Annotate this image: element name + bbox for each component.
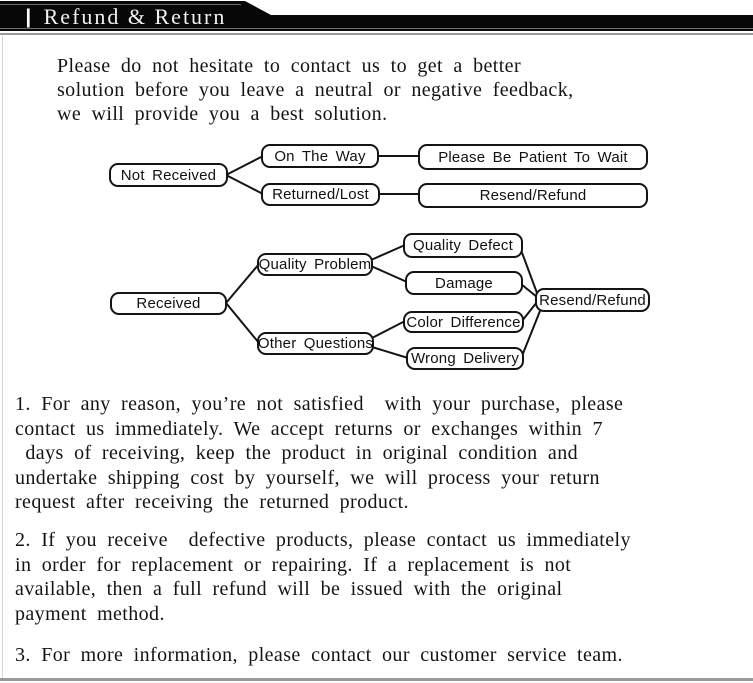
- connector-rec-oq: [225, 302, 260, 344]
- connector-qp-qd: [370, 244, 406, 261]
- flow-node-not-received: Not Received: [109, 163, 228, 187]
- policy-paragraph-2: 2. If you receive defective products, pl…: [15, 529, 631, 625]
- title-marker: |: [24, 4, 33, 28]
- connector-dmg-rr2: [520, 283, 538, 298]
- flow-node-resend-refund-1: Resend/Refund: [418, 183, 648, 208]
- flow-node-quality-problem: Quality Problem: [257, 253, 373, 276]
- left-border-line: [2, 36, 3, 678]
- flow-node-wrong-delivery: Wrong Delivery: [406, 347, 524, 370]
- bottom-border-line: [0, 678, 753, 681]
- connector-oq-cd: [371, 320, 406, 339]
- policy-paragraph-3: 3. For more information, please contact …: [15, 644, 623, 666]
- flow-node-damage: Damage: [405, 271, 523, 295]
- intro-paragraph: Please do not hesitate to contact us to …: [57, 55, 574, 125]
- connector-wd-rr2: [521, 310, 541, 357]
- connector-rec-qp: [225, 263, 260, 304]
- flow-node-color-difference: Color Difference: [403, 311, 524, 333]
- flow-node-resend-refund-2: Resend/Refund: [535, 288, 650, 312]
- flow-node-received: Received: [110, 292, 227, 315]
- policy-paragraph-1: 1. For any reason, you’re not satisfied …: [15, 393, 624, 513]
- header-ribbon: [0, 1, 753, 35]
- flow-node-on-the-way: On The Way: [261, 144, 379, 168]
- header-bar: | Refund & Return: [24, 2, 227, 31]
- connector-nr-otw: [225, 155, 264, 176]
- connector-nr-rl: [225, 174, 264, 195]
- flow-node-be-patient: Please Be Patient To Wait: [418, 144, 648, 170]
- connector-qp-dmg: [370, 265, 408, 283]
- page-title: Refund & Return: [43, 3, 227, 29]
- connector-qd-rr2: [520, 249, 538, 294]
- flow-node-other-questions: Other Questions: [257, 332, 374, 355]
- connector-cd-rr2: [521, 301, 538, 322]
- header-ribbon-shape: [0, 1, 753, 31]
- flow-node-returned-lost: Returned/Lost: [261, 183, 380, 206]
- connector-oq-wd: [371, 346, 409, 359]
- flow-node-quality-defect: Quality Defect: [403, 233, 523, 258]
